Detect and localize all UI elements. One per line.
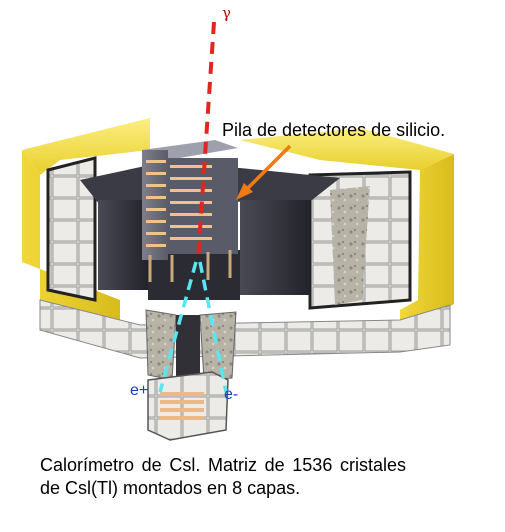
column-shadow: [176, 315, 200, 380]
column-right: [199, 311, 237, 381]
module-body: [147, 371, 229, 441]
right-rock-fill: [330, 186, 370, 305]
column-left: [145, 309, 177, 381]
electron-label: e-: [224, 386, 239, 403]
stack-layers: [146, 160, 212, 247]
silicon-stack-label: Pila de detectores de silicio.: [222, 120, 446, 140]
positron-label: e+: [130, 382, 149, 399]
foam-top-left: [22, 118, 150, 175]
housing-left-block: [98, 200, 148, 290]
stack-front: [142, 150, 168, 260]
electron-track: [198, 261, 228, 393]
inner-walls: [46, 156, 412, 310]
foam-top-right: [240, 128, 454, 170]
calorimeter-column: [145, 309, 237, 381]
figure-caption: Calorímetro de Csl. Matriz de 1536 crist…: [40, 455, 406, 498]
calorimeter-module: [147, 371, 229, 441]
housing-right-block: [240, 200, 310, 295]
pointer-arrow: [236, 144, 292, 200]
stack-legs: [148, 250, 232, 282]
foam-right-wall: [400, 154, 454, 332]
left-inner-wall: [46, 156, 97, 302]
tracks: [158, 21, 228, 393]
positron-track: [158, 261, 198, 393]
gamma-label: γ: [222, 4, 231, 22]
module-crystals: [160, 392, 204, 420]
